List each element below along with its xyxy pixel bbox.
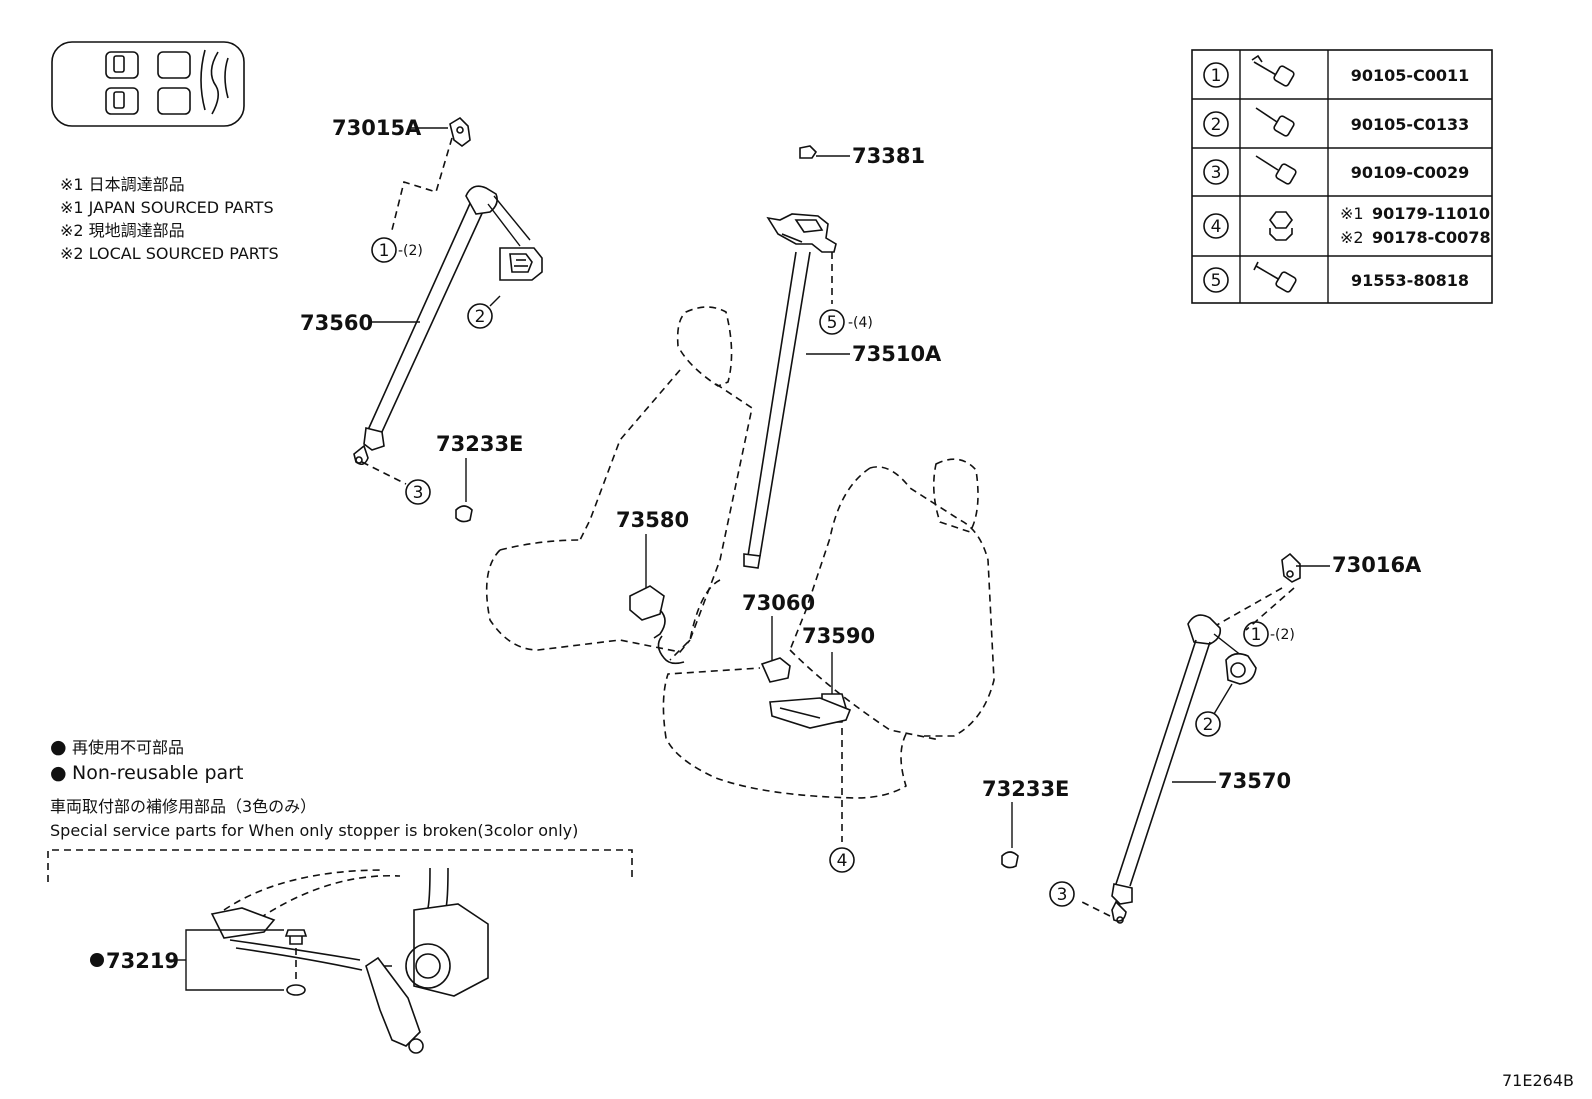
non-reusable-marker-icon [90, 953, 104, 967]
sourcing-notes: ※1 日本調達部品 ※1 JAPAN SOURCED PARTS ※2 現地調達… [60, 175, 279, 263]
table-row: 2 90105-C0133 [1203, 107, 1470, 137]
svg-text:1: 1 [1251, 625, 1262, 645]
part-label-73233e-left: 73233E [436, 432, 523, 456]
left-outer-belt-assembly: 73015A 1 -(2) 2 73560 3 [300, 116, 543, 523]
part-label-73570: 73570 [1218, 769, 1291, 793]
special-service-jp: 車両取付部の補修用部品（3色のみ） [50, 797, 316, 816]
table-ref: 5 [1211, 271, 1222, 291]
center-belt-assembly: 73381 5 -(4) 73510A [743, 144, 942, 569]
table-ref: 1 [1211, 66, 1222, 86]
nut-icon [1269, 211, 1293, 241]
clip-73381 [799, 145, 818, 159]
part-label-73219: 73219 [106, 949, 179, 973]
svg-text:2: 2 [475, 307, 486, 327]
callout-bolt-3-right [1049, 881, 1075, 907]
callout-bolt-2 [467, 303, 493, 329]
anchor-cover [1001, 851, 1019, 869]
bolt-icon [1251, 54, 1295, 87]
svg-text:1: 1 [379, 241, 390, 261]
special-service-en: Special service parts for When only stop… [50, 821, 578, 840]
bullet-icon: ● [50, 762, 67, 784]
table-row: 5 91553-80818 [1203, 261, 1469, 293]
rear-seat-outline-right [662, 458, 995, 799]
part-label-73580: 73580 [616, 508, 689, 532]
non-reusable-jp: 再使用不可部品 [72, 738, 184, 757]
quantity-label: -(4) [848, 315, 873, 331]
retractor-detail [413, 903, 489, 997]
svg-text:5: 5 [827, 313, 838, 333]
svg-text:2: 2 [1203, 715, 1214, 735]
part-label-73590: 73590 [802, 624, 875, 648]
table-part-number: 90105-C0133 [1351, 115, 1470, 134]
table-part-number: 90178-C0078 [1372, 228, 1491, 247]
callout-bolt-3 [405, 479, 431, 505]
flange-bolt-icon [1253, 261, 1297, 293]
buckle-assembly: 73580 73060 73590 4 [616, 508, 875, 873]
right-outer-belt-assembly: 73016A 1 -(2) 2 73570 3 73233E [982, 552, 1422, 924]
stopper-button-icon [284, 929, 308, 937]
note-local-sourced-en: ※2 LOCAL SOURCED PARTS [60, 244, 279, 263]
legend: ● 再使用不可部品 ● Non-reusable part 車両取付部の補修用部… [50, 736, 578, 840]
shoulder-anchor [1187, 614, 1222, 645]
svg-text:3: 3 [413, 483, 424, 503]
part-label-73560: 73560 [300, 311, 373, 335]
special-service-detail: 73219 [47, 849, 633, 1054]
retractor [499, 247, 543, 281]
part-label-73060: 73060 [742, 591, 815, 615]
stopper-base-icon [286, 984, 306, 996]
table-row: 1 90105-C0011 [1203, 54, 1470, 88]
table-part-number: 90105-C0011 [1351, 66, 1470, 85]
callout-bolt-2-right [1195, 711, 1221, 737]
table-row: 4 ※1 90179-11010 ※2 90178-C0078 [1203, 204, 1491, 247]
lower-anchor [363, 427, 385, 451]
table-row: 3 90109-C0029 [1203, 155, 1470, 185]
callout-bolt-1-right [1243, 621, 1269, 647]
note-japan-sourced-en: ※1 JAPAN SOURCED PARTS [60, 198, 274, 217]
part-label-73233e-right: 73233E [982, 777, 1069, 801]
fastener-table: 1 90105-C0011 2 90105-C0133 3 [1191, 49, 1493, 304]
diagram-code: 71E264B [1502, 1071, 1574, 1090]
rear-seat-outline-left [485, 306, 753, 653]
table-ref: 4 [1211, 217, 1222, 237]
table-mark-japan: ※1 [1340, 204, 1364, 223]
table-mark-local: ※2 [1340, 228, 1364, 247]
lower-anchor [1111, 883, 1133, 905]
callout-bolt-5 [819, 309, 845, 335]
callout-nut-4 [829, 847, 855, 873]
note-local-sourced-jp: ※2 現地調達部品 [60, 221, 185, 240]
stepped-bolt-icon [1255, 155, 1297, 185]
stopper-bracket [210, 907, 276, 939]
buckle-bracket [769, 697, 852, 729]
part-label-73381: 73381 [852, 144, 925, 168]
vehicle-seat-map-icon [51, 41, 245, 127]
part-label-73016a: 73016A [1332, 553, 1422, 577]
part-label-73015a: 73015A [332, 116, 422, 140]
table-part-number: 90109-C0029 [1351, 163, 1470, 182]
quantity-label: -(2) [398, 243, 423, 259]
bolt-icon [1255, 107, 1295, 137]
retractor [1225, 652, 1257, 685]
callout-bolt-1 [371, 237, 397, 263]
svg-text:3: 3 [1057, 885, 1068, 905]
tongue-plate [365, 956, 421, 1047]
table-ref: 2 [1211, 115, 1222, 135]
quantity-label: -(2) [1270, 627, 1295, 643]
table-part-number: 91553-80818 [1351, 271, 1469, 290]
upper-anchor-73016a [1281, 552, 1301, 583]
svg-text:4: 4 [837, 851, 848, 871]
shoulder-anchor [465, 185, 498, 215]
buckle-73060 [760, 657, 791, 683]
part-label-73510a: 73510A [852, 342, 942, 366]
table-ref: 3 [1211, 163, 1222, 183]
buckle-73580 [629, 585, 665, 621]
note-japan-sourced-jp: ※1 日本調達部品 [60, 175, 185, 194]
non-reusable-en: Non-reusable part [72, 762, 243, 784]
upper-anchor-73015a [449, 116, 471, 147]
table-part-number: 90179-11010 [1372, 204, 1490, 223]
bullet-icon: ● [50, 736, 67, 758]
anchor-cover [455, 505, 473, 523]
